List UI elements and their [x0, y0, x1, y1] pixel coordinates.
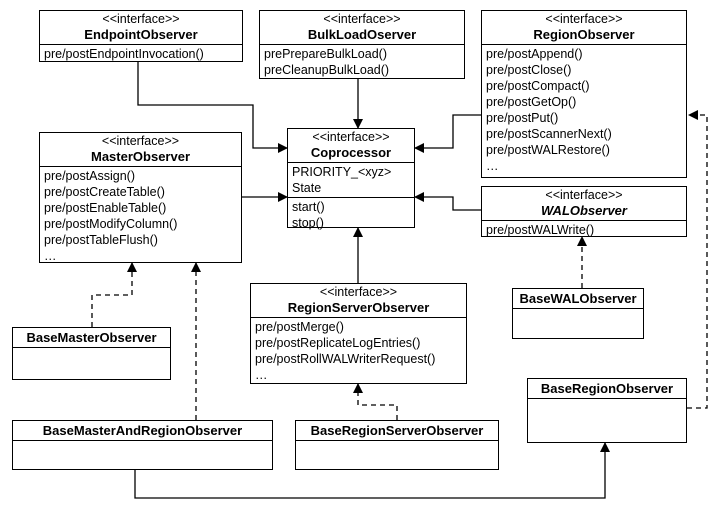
wal-observer-methods: pre/postWALWrite() — [482, 221, 686, 239]
coprocessor-header: <<interface>> Coprocessor — [288, 129, 414, 163]
method: … — [486, 159, 499, 173]
wal-to-coprocessor-line — [414, 192, 481, 211]
method: pre/postRollWALWriterRequest() — [255, 352, 436, 366]
method: start() — [292, 200, 325, 214]
region-observer-header: <<interface>> RegionObserver — [482, 11, 686, 45]
region-observer-name: RegionObserver — [533, 27, 635, 42]
base-master-and-region-observer-box: BaseMasterAndRegionObserver — [12, 420, 273, 470]
coprocessor-box: <<interface>> Coprocessor PRIORITY_<xyz>… — [287, 128, 415, 230]
regionserver-observer-header: <<interface>> RegionServerObserver — [251, 284, 466, 318]
base-wal-observer-box: BaseWALObserver — [512, 288, 644, 339]
master-observer-box: <<interface>> MasterObserver pre/postAss… — [39, 132, 242, 263]
bulkload-observer-name: BulkLoadOserver — [307, 27, 417, 42]
method: pre/postEnableTable() — [44, 201, 167, 215]
endpoint-observer-name: EndpointObserver — [84, 27, 198, 42]
method: pre/postWALWrite() — [486, 223, 595, 237]
basemasterregion-to-baseregion-line — [134, 442, 610, 499]
method: … — [44, 249, 57, 263]
endpoint-observer-methods: pre/postEndpointInvocation() — [40, 45, 242, 63]
regionserver-observer-stereotype: <<interface>> — [319, 285, 398, 299]
base-region-observer-box: BaseRegionObserver — [527, 378, 687, 443]
region-to-coprocessor-line — [414, 114, 481, 153]
method: pre/postEndpointInvocation() — [44, 47, 204, 61]
regionserver-observer-name: RegionServerObserver — [287, 300, 430, 315]
base-region-observer-name: BaseRegionObserver — [528, 379, 686, 399]
region-observer-box: <<interface>> RegionObserver pre/postApp… — [481, 10, 687, 178]
wal-observer-header: <<interface>> WALObserver — [482, 187, 686, 221]
bulkload-observer-stereotype: <<interface>> — [323, 12, 401, 26]
method: pre/postModifyColumn() — [44, 217, 178, 231]
method: … — [255, 368, 268, 382]
base-master-observer-name: BaseMasterObserver — [13, 328, 170, 348]
endpoint-to-coprocessor-line — [137, 62, 288, 153]
baseregion-to-region-line — [687, 110, 708, 409]
method: pre/postClose() — [486, 63, 572, 77]
endpoint-observer-header: <<interface>> EndpointObserver — [40, 11, 242, 45]
method: pre/postGetOp() — [486, 95, 577, 109]
base-regionserver-observer-name: BaseRegionServerObserver — [296, 421, 498, 441]
field: PRIORITY_<xyz> — [292, 165, 392, 179]
bulkload-observer-methods: prePrepareBulkLoad() preCleanupBulkLoad(… — [260, 45, 464, 79]
bulkload-observer-header: <<interface>> BulkLoadOserver — [260, 11, 464, 45]
method: preCleanupBulkLoad() — [264, 63, 390, 77]
coprocessor-stereotype: <<interface>> — [312, 130, 390, 144]
master-observer-stereotype: <<interface>> — [101, 134, 180, 148]
method: pre/postCreateTable() — [44, 185, 165, 199]
endpoint-observer-box: <<interface>> EndpointObserver pre/postE… — [39, 10, 243, 62]
method: pre/postAppend() — [486, 47, 583, 61]
base-regionserver-observer-box: BaseRegionServerObserver — [295, 420, 499, 470]
field: State — [292, 181, 322, 195]
coprocessor-fields: PRIORITY_<xyz> State — [288, 163, 414, 197]
method: pre/postReplicateLogEntries() — [255, 336, 421, 350]
wal-observer-name: WALObserver — [541, 203, 627, 218]
method: pre/postAssign() — [44, 169, 136, 183]
wal-observer-box: <<interface>> WALObserver pre/postWALWri… — [481, 186, 687, 237]
method: pre/postScannerNext() — [486, 127, 612, 141]
baseregionserver-to-regionserver-line — [353, 383, 398, 420]
base-master-and-region-observer-name: BaseMasterAndRegionObserver — [13, 421, 272, 441]
method: pre/postTableFlush() — [44, 233, 158, 247]
master-observer-methods: pre/postAssign() pre/postCreateTable() p… — [40, 167, 241, 265]
base-master-observer-box: BaseMasterObserver — [12, 327, 171, 380]
method: pre/postPut() — [486, 111, 559, 125]
base-wal-observer-name: BaseWALObserver — [513, 289, 643, 309]
method: prePrepareBulkLoad() — [264, 47, 387, 61]
regionserver-observer-box: <<interface>> RegionServerObserver pre/p… — [250, 283, 467, 384]
basemaster-to-master-line — [91, 262, 137, 327]
method: pre/postWALRestore() — [486, 143, 610, 157]
master-observer-name: MasterObserver — [91, 149, 190, 164]
region-observer-methods: pre/postAppend() pre/postClose() pre/pos… — [482, 45, 686, 175]
bulkload-observer-box: <<interface>> BulkLoadOserver prePrepare… — [259, 10, 465, 79]
method: stop() — [292, 216, 324, 230]
wal-observer-stereotype: <<interface>> — [545, 188, 623, 202]
coprocessor-name: Coprocessor — [310, 145, 392, 160]
method: pre/postCompact() — [486, 79, 590, 93]
method: pre/postMerge() — [255, 320, 344, 334]
master-observer-header: <<interface>> MasterObserver — [40, 133, 241, 167]
endpoint-observer-stereotype: <<interface>> — [102, 12, 180, 26]
region-observer-stereotype: <<interface>> — [545, 12, 623, 26]
regionserver-observer-methods: pre/postMerge() pre/postReplicateLogEntr… — [251, 318, 466, 384]
coprocessor-methods: start() stop() — [288, 197, 414, 232]
